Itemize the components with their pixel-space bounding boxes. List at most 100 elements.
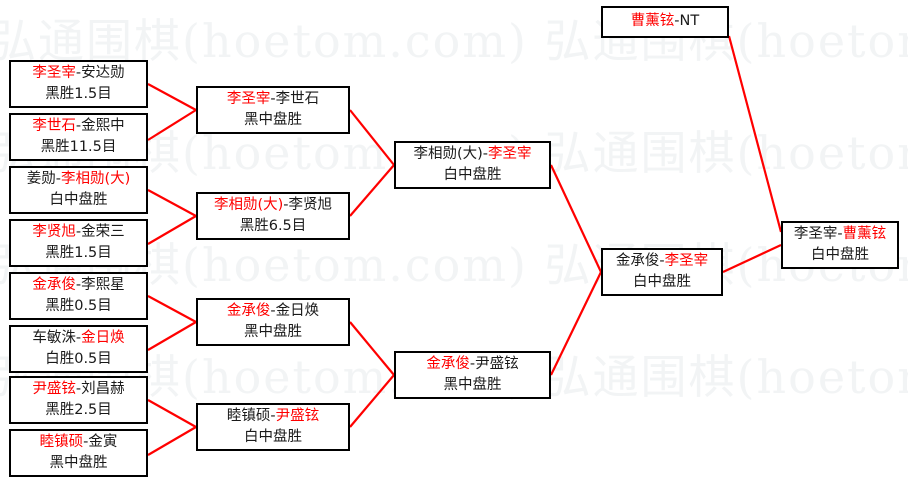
player-left: 李贤旭: [32, 223, 76, 240]
player-right: 金日焕: [275, 302, 320, 319]
player-right: 李圣宰: [664, 252, 709, 269]
match-result: 黑胜2.5目: [45, 402, 112, 418]
match-result: 白胜0.5目: [45, 351, 112, 367]
player-left: 车敏洙: [32, 329, 76, 346]
player-right: 尹盛铉: [475, 355, 519, 372]
match-box-final1[interactable]: 李圣宰-曹薰铉 白中盘胜: [781, 221, 899, 269]
player-right: 李世石: [275, 90, 320, 107]
player-separator: -: [75, 117, 82, 134]
connector-r1m3-r2m2: [147, 189, 197, 217]
match-box-r3m2[interactable]: 金承俊-尹盛铉 黑中盘胜: [394, 351, 551, 399]
connector-r1m1-r2m1: [147, 83, 197, 111]
match-result: 白中盘胜: [633, 274, 691, 290]
player-left: 李世石: [32, 117, 76, 134]
match-result: 黑胜1.5目: [45, 86, 112, 102]
player-left: 金承俊: [32, 276, 76, 293]
connector-seed-final: [727, 35, 783, 233]
connector-r1m5-r2m3: [147, 295, 197, 323]
match-players: 李相勋(大)-李圣宰: [413, 144, 531, 165]
match-players: 李圣宰-李世石: [227, 89, 319, 110]
match-players: 睦镇硕-尹盛铉: [227, 406, 319, 427]
match-players: 李圣宰-曹薰铉: [794, 224, 886, 245]
match-box-r1m2[interactable]: 李世石-金熙中 黑胜11.5目: [9, 113, 148, 161]
connector-r2m3-r3m2: [349, 321, 395, 376]
match-box-r1m6[interactable]: 车敏洙-金日焕 白胜0.5目: [9, 325, 148, 373]
player-left: 曹薰铉: [630, 13, 675, 30]
match-players: 李圣宰-安达勋: [32, 63, 124, 84]
match-players: 金承俊-李熙星: [32, 275, 124, 296]
connector-r1m8-r2m4: [147, 426, 197, 456]
player-left: 李相勋(大): [213, 196, 284, 213]
player-right: 刘昌赫: [81, 380, 125, 397]
match-players: 金承俊-尹盛铉: [426, 354, 518, 375]
player-left: 金承俊: [226, 302, 271, 319]
match-result: 黑中盘胜: [244, 324, 302, 340]
player-left: 姜勋: [26, 170, 56, 187]
player-left: 金承俊: [426, 355, 470, 372]
player-left: 李圣宰: [32, 64, 76, 81]
player-separator: -: [270, 407, 276, 424]
player-separator: -: [270, 302, 276, 319]
player-separator: -: [83, 433, 89, 450]
match-result: 黑中盘胜: [49, 455, 108, 471]
match-box-r4m1[interactable]: 金承俊-李圣宰 白中盘胜: [601, 248, 723, 296]
player-right: 李圣宰: [488, 145, 532, 162]
match-players: 尹盛铉-刘昌赫: [32, 379, 124, 400]
match-players: 姜勋-李相勋(大): [27, 169, 131, 190]
match-box-r1m7[interactable]: 尹盛铉-刘昌赫 黑胜2.5目: [9, 376, 148, 424]
match-box-r2m1[interactable]: 李圣宰-李世石 黑中盘胜: [196, 86, 350, 134]
player-right: 金寅: [88, 433, 118, 450]
connector-r3m1-r4m1: [550, 164, 602, 273]
player-left: 睦镇硕: [226, 407, 271, 424]
match-box-r1m4[interactable]: 李贤旭-金荣三 黑胜1.5目: [9, 219, 148, 267]
connector-r1m7-r2m4: [147, 399, 197, 428]
player-separator: -: [75, 64, 82, 81]
connector-r1m2-r2m1: [147, 109, 197, 141]
match-box-r1m1[interactable]: 李圣宰-安达勋 黑胜1.5目: [9, 60, 148, 108]
match-result: 黑胜1.5目: [45, 245, 112, 261]
match-result: 白中盘胜: [443, 167, 502, 183]
match-players: 李相勋(大)-李贤旭: [214, 195, 332, 216]
player-right: 金荣三: [81, 223, 125, 240]
player-right: 曹薰铉: [842, 225, 887, 242]
match-result: 白中盘胜: [49, 192, 108, 208]
match-box-r1m5[interactable]: 金承俊-李熙星 黑胜0.5目: [9, 272, 148, 320]
match-box-r3m1[interactable]: 李相勋(大)-李圣宰 白中盘胜: [394, 141, 551, 189]
player-left: 李圣宰: [226, 90, 271, 107]
match-box-r2m2[interactable]: 李相勋(大)-李贤旭 黑胜6.5目: [196, 192, 350, 240]
player-separator: -: [469, 355, 476, 372]
connector-r3m2-r4m1: [550, 271, 602, 376]
player-right: 李相勋(大): [60, 170, 131, 187]
player-separator: -: [55, 170, 61, 187]
player-separator: -: [659, 252, 665, 269]
player-separator: -: [75, 223, 82, 240]
player-separator: -: [674, 13, 680, 30]
player-right: 尹盛铉: [275, 407, 320, 424]
player-right: 李熙星: [81, 276, 125, 293]
watermark-text: 弘通围棋(hoetom.com) 弘通围棋(hoetom.com): [0, 14, 908, 68]
match-players: 李贤旭-金荣三: [32, 222, 124, 243]
match-players: 李世石-金熙中: [32, 116, 124, 137]
player-separator: -: [75, 380, 82, 397]
match-players: 金承俊-金日焕: [227, 301, 319, 322]
player-separator: -: [283, 196, 289, 213]
match-players: 车敏洙-金日焕: [32, 328, 124, 349]
match-result: 白中盘胜: [244, 429, 302, 445]
player-separator: -: [75, 276, 82, 293]
player-separator: -: [75, 329, 82, 346]
match-box-seed1[interactable]: 曹薰铉-NT: [601, 6, 729, 38]
player-separator: -: [482, 145, 489, 162]
player-right: 金熙中: [81, 117, 125, 134]
match-box-r2m3[interactable]: 金承俊-金日焕 黑中盘胜: [196, 298, 350, 346]
connector-r1m4-r2m2: [147, 215, 197, 245]
match-players: 睦镇硕-金寅: [40, 432, 118, 453]
match-box-r1m8[interactable]: 睦镇硕-金寅 黑中盘胜: [9, 429, 148, 477]
connector-r2m1-r3m1: [349, 109, 395, 166]
player-right: NT: [679, 13, 700, 30]
match-box-r2m4[interactable]: 睦镇硕-尹盛铉 白中盘胜: [196, 403, 350, 451]
player-right: 安达勋: [81, 64, 125, 81]
match-result: 黑中盘胜: [244, 112, 302, 128]
match-box-r1m3[interactable]: 姜勋-李相勋(大) 白中盘胜: [9, 166, 148, 214]
player-left: 睦镇硕: [39, 433, 84, 450]
